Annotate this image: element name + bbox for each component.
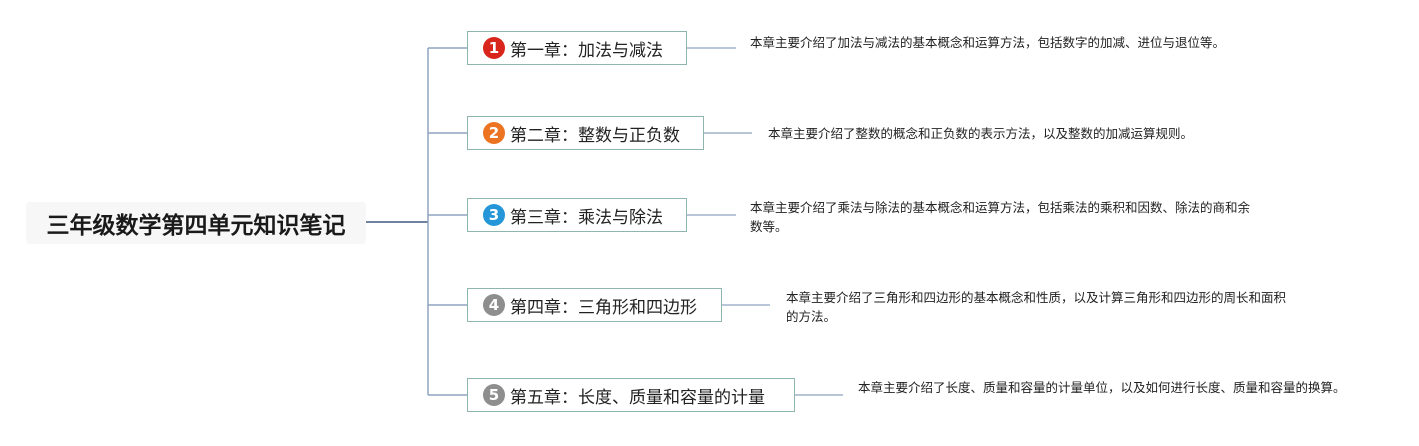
chapter-number-badge-2: 2 [483,122,505,144]
chapter-title-1: 第一章：加法与减法 [510,40,663,61]
chapter-description-1: 本章主要介绍了加法与减法的基本概念和运算方法，包括数字的加减、进位与退位等。 [750,35,1226,50]
chapter-number-badge-1: 1 [483,37,505,59]
chapter-node-2[interactable]: 2 第二章：整数与正负数 [467,116,704,150]
chapter-description-5: 本章主要介绍了长度、质量和容量的计量单位，以及如何进行长度、质量和容量的换算。 [858,380,1346,395]
chapter-title-2: 第二章：整数与正负数 [510,125,680,146]
chapter-description-2: 本章主要介绍了整数的概念和正负数的表示方法，以及整数的加减运算规则。 [768,126,1194,141]
chapter-node-4[interactable]: 4 第四章：三角形和四边形 [467,288,722,322]
chapter-number-badge-5: 5 [483,384,505,406]
chapter-description-4: 本章主要介绍了三角形和四边形的基本概念和性质，以及计算三角形和四边形的周长和面积… [786,290,1287,324]
chapter-title-5: 第五章：长度、质量和容量的计量 [510,387,765,408]
chapter-node-3[interactable]: 3 第三章：乘法与除法 [467,198,687,232]
chapter-description-3: 本章主要介绍了乘法与除法的基本概念和运算方法，包括乘法的乘积和因数、除法的商和余… [750,200,1251,234]
chapter-number-badge-4: 4 [483,294,505,316]
chapter-title-4: 第四章：三角形和四边形 [510,297,697,318]
chapter-node-5[interactable]: 5 第五章：长度、质量和容量的计量 [467,378,795,412]
root-topic[interactable]: 三年级数学第四单元知识笔记 [26,202,366,244]
chapter-node-1[interactable]: 1 第一章：加法与减法 [467,31,687,65]
chapter-number-badge-3: 3 [483,204,505,226]
root-title: 三年级数学第四单元知识笔记 [46,213,346,239]
chapter-title-3: 第三章：乘法与除法 [510,207,663,228]
